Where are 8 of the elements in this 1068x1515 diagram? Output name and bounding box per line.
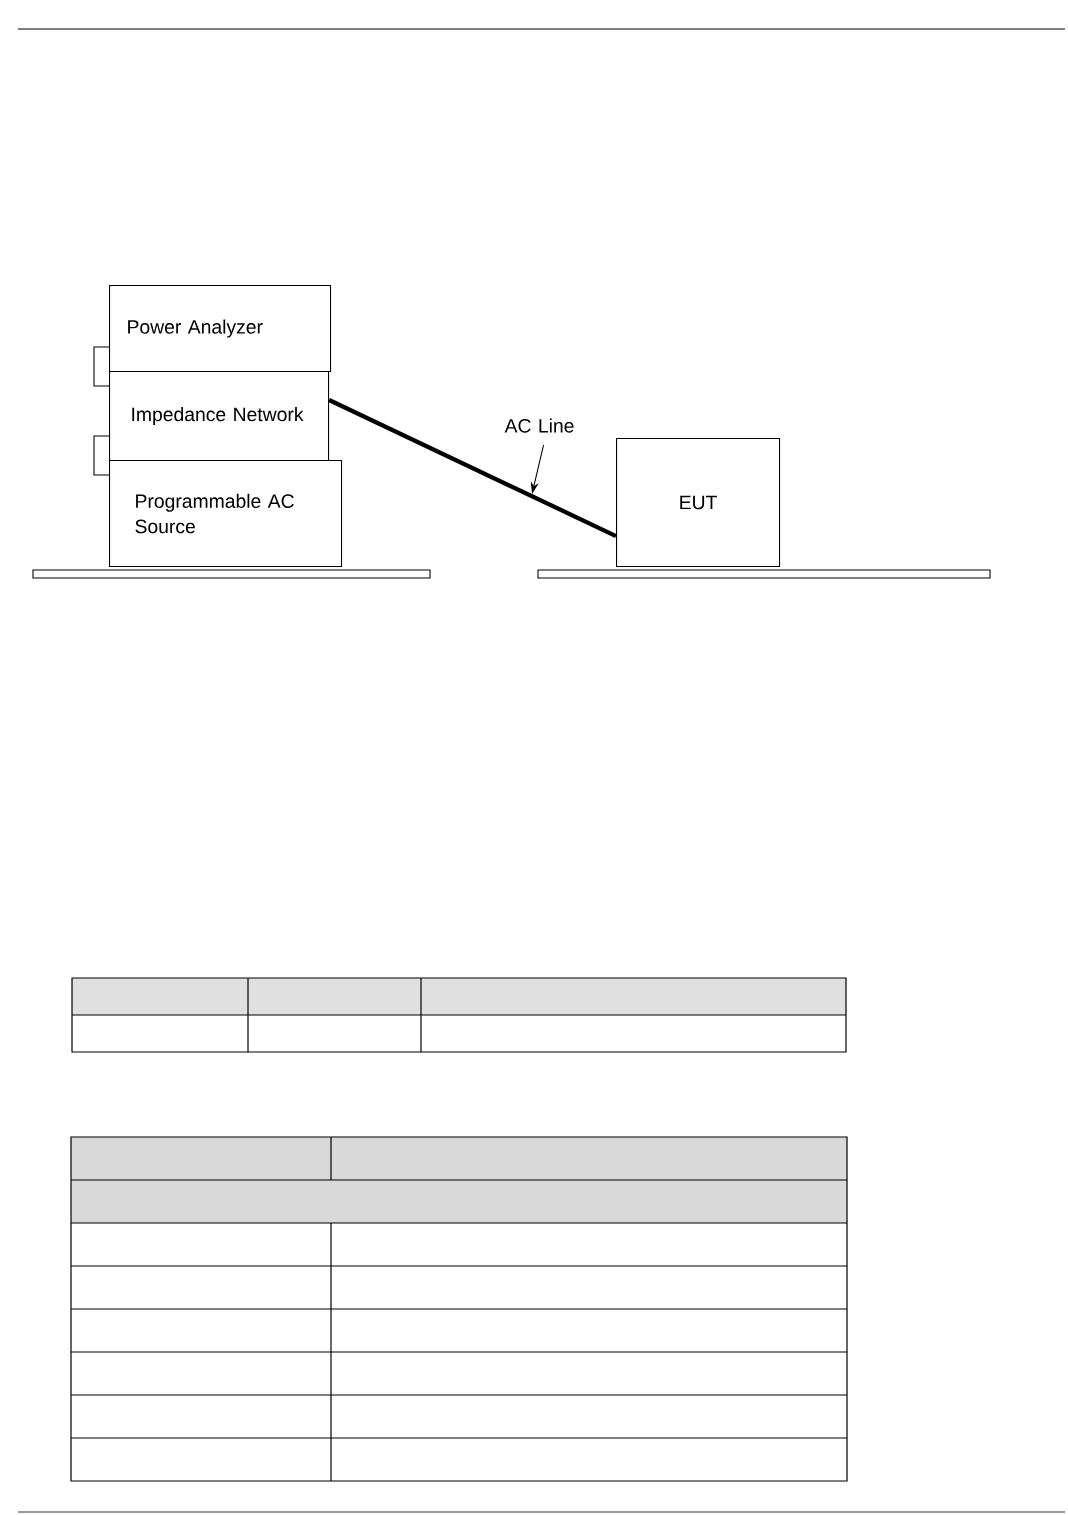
instrument-box: Impedance Network (109, 371, 330, 462)
line-label: AC Line (504, 418, 574, 433)
instrument-box: Power Analyzer (109, 285, 332, 373)
eut-box: EUT (616, 438, 781, 568)
instrument-box: Programmable AC Source (109, 460, 343, 568)
connector-bracket (93, 346, 110, 387)
connector-bracket (93, 435, 110, 476)
ac-line-cable (328, 398, 617, 538)
